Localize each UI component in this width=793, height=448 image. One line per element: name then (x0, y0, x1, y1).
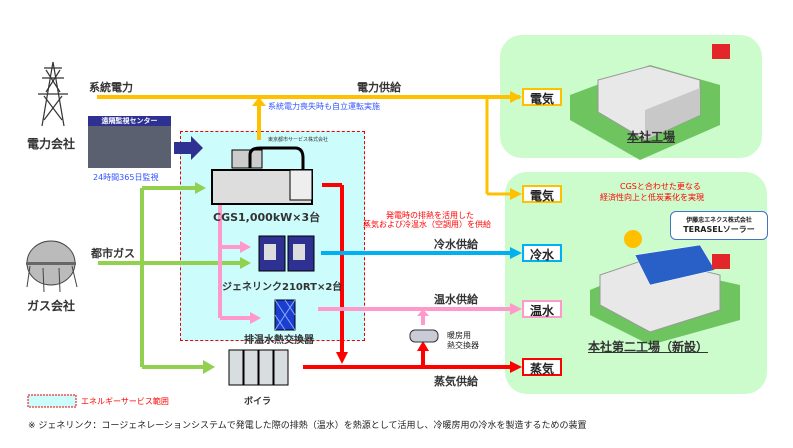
cgs-engine-icon (211, 146, 313, 205)
boiler-label: ボイラ (244, 397, 272, 407)
heating-exchanger-label-1: 暖房用 (447, 331, 471, 340)
monitoring-caption: 24時間365日監視 (93, 173, 159, 182)
elec2-arrow (510, 188, 522, 200)
power-supply-label: 電力供給 (357, 81, 401, 94)
main-plant-building-icon (570, 65, 720, 160)
grid-power-label: 系統電力 (89, 81, 133, 94)
genelink-icon (258, 235, 315, 272)
heating-exchanger-label-2: 熱交換器 (447, 341, 479, 350)
gas-boiler-arrow (203, 360, 215, 374)
cgs-label: CGS1,000kW×3台 (213, 211, 321, 224)
second-plant-label: 本社第二工場（新設） (588, 340, 709, 354)
company-logo-icon (712, 44, 730, 59)
elec1-arrow (510, 91, 522, 103)
dest-hot-water: 温水 (522, 300, 562, 318)
power-company-label: 電力会社 (27, 137, 76, 151)
gas-cgs-arrow (195, 182, 206, 194)
monitoring-title: 遠隔監視センター (88, 116, 171, 126)
second-plant-building-icon (590, 244, 740, 345)
exhaust-note-2: 蒸気および冷温水（空調用）を供給 (363, 220, 491, 229)
heat-exchanger-label: 排温水熱交換器 (244, 335, 314, 346)
chilled-water-supply-label: 冷水供給 (434, 238, 478, 251)
gas-tank-icon (26, 240, 78, 293)
dest-chilled-water: 冷水 (522, 244, 562, 262)
second-plant-note-2: 経済性向上と低炭素化を実現 (600, 193, 704, 202)
exhaust-note-1: 発電時の排熱を活用した (386, 211, 474, 220)
dest-electricity-main: 電気 (522, 88, 562, 106)
power-pylon-icon (38, 61, 68, 127)
legend-scope-label: エネルギーサービス範囲 (81, 397, 169, 406)
hot-water-supply-label: 温水供給 (434, 293, 478, 306)
city-gas-label: 都市ガス (91, 247, 135, 260)
legend-scope-swatch (27, 394, 77, 408)
sun-icon (624, 230, 642, 248)
genelink-label: ジェネリンク210RT×2台 (222, 282, 343, 293)
solar-product: TERASELソーラー (683, 225, 755, 234)
gas-genelink-arrow (240, 257, 251, 269)
heating-exchanger-icon (409, 329, 439, 343)
company-logo-icon-2 (712, 254, 730, 269)
monitoring-center-photo: 遠隔監視センター (88, 116, 171, 168)
heat-exchanger-icon (274, 299, 296, 331)
dest-steam: 蒸気 (522, 358, 562, 376)
footnote: ※ ジェネリンク：コージェネレーションシステムで発電した際の排熱（温水）を熱源と… (28, 421, 587, 431)
boiler-icon (228, 349, 289, 386)
main-plant-label: 本社工場 (627, 130, 676, 144)
solar-callout: 伊藤忠エネクス株式会社 TERASELソーラー (670, 211, 768, 240)
blackout-note: 系統電力喪失時も自立運転実施 (268, 102, 380, 111)
solar-company: 伊藤忠エネクス株式会社 (686, 217, 752, 224)
steam-supply-label: 蒸気供給 (434, 375, 478, 388)
cgs-up-arrow (252, 97, 266, 106)
dest-electricity-second: 電気 (522, 185, 562, 203)
energy-service-scope-box (180, 131, 365, 341)
gas-company-label: ガス会社 (27, 299, 76, 313)
monitor-arrow (174, 136, 203, 160)
second-plant-note-1: CGSと合わせた更なる (620, 182, 701, 191)
service-company-label: 東京都市サービス株式会社 (268, 137, 329, 143)
